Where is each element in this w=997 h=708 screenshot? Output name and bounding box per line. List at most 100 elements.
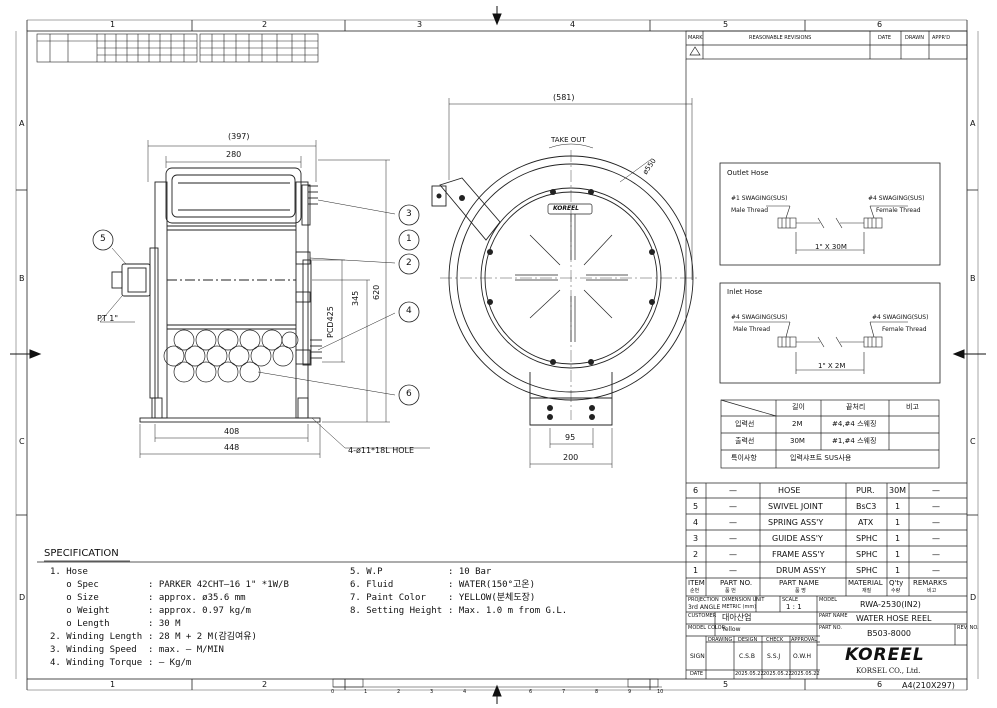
part-row-6-rmk: — [932,566,940,575]
part-row-4-item: 3 [693,534,699,543]
row-label-right-d: D [970,593,977,602]
scale-1: 1 [364,689,368,695]
scale-4: 4 [463,689,467,695]
part-row-2-no: — [729,502,737,511]
tb-part-no-value: B503-8000 [867,629,912,638]
dim-448: 448 [224,443,240,452]
part-row-1-rmk: — [932,486,940,495]
scale-8: 8 [595,689,599,695]
part-row-3-mat: ATX [858,518,874,527]
part-row-4-qty: 1 [895,534,901,543]
part-row-2-item: 5 [693,502,699,511]
front-logo-plate [547,203,593,215]
hose-table-grid [720,399,940,469]
front-view-bolts [436,189,655,420]
part-row-4-mat: SPHC [856,534,878,543]
spec-r3-val: : YELLOW(분체도장) [448,593,536,603]
part-row-1-item: 6 [693,486,699,495]
hose-table-header-note: 비고 [906,403,919,411]
center-mark-top-arrow [492,13,502,26]
part-row-3-qty: 1 [895,518,901,527]
part-row-1-mat: PUR. [856,486,875,495]
tb-model-color-value: Yellow [722,626,741,633]
parts-header-kr-mat: 재질 [862,588,872,594]
dim-408: 408 [224,427,240,436]
spec-r3-key: 7. Paint Color [350,593,426,603]
part-row-6-mat: SPHC [856,566,878,575]
outlet-left-thread: Male Thread [731,207,769,214]
balloon-3-text: 3 [406,209,412,219]
spec-r2-key: 6. Fluid [350,580,394,590]
dim-397: (397) [228,132,250,141]
hose-table-r1-c1: 입력선 [735,420,755,428]
scale-10: 10 [657,689,664,695]
parts-header-rmk: REMARKS [913,579,948,587]
rev-appd-label: APPR'D [932,35,951,41]
spec-l2-val: : PARKER 42CHT–16 1" *1W/B [148,580,289,590]
outlet-length: 1" X 30M [815,243,847,251]
tb-customer-label: CUSTOMER [688,613,717,619]
part-row-5-rmk: — [932,550,940,559]
parts-header-kr-qty: 수량 [891,588,901,594]
hose-detail-boxes [719,162,941,384]
spec-l3-key: o Size [50,593,99,603]
inlet-right-thread: Female Thread [882,326,927,333]
balloon-3 [398,204,420,226]
hose-table-r2-c2: 30M [790,437,805,445]
center-mark-left-arrow [29,349,42,359]
inlet-left-thread: Male Thread [733,326,771,333]
inlet-right-fitting: #4 SWAGING(SUS) [872,314,929,321]
spec-l6-val: : 28 M + 2 M(감김여유) [148,632,257,642]
balloon-5-text: 5 [100,234,106,244]
part-row-5-mat: SPHC [856,550,878,559]
tb-scale-value: 1 : 1 [786,603,802,611]
tb-projection-value: 3rd ANGLE [688,604,721,611]
scale-9: 9 [628,689,632,695]
spec-l8-key: 4. Winding Torque [50,658,143,668]
hose-table-r1-c3: #4,#4 스웨징 [832,420,877,428]
company-name: KORSEL CO., Ltd. [856,667,921,675]
col-label-top-6: 6 [877,20,883,29]
spec-l8-val: : — Kg/m [148,658,192,668]
inlet-left-fitting: #4 SWAGING(SUS) [731,314,788,321]
tb-date-check: 2025.05.22 [763,671,792,677]
spec-r4-val: : Max. 1.0 m from G.L. [448,606,568,616]
part-row-3-no: — [729,518,737,527]
part-row-3-item: 4 [693,518,699,527]
title-block-grid [686,596,967,679]
center-mark-right-arrow [952,349,965,359]
col-label-bottom-2: 2 [262,680,268,689]
inlet-label: PT 1" [97,314,119,323]
outlet-left-fitting: #1 SWAGING(SUS) [731,195,788,202]
tb-sign-approval: O.W.H [793,653,812,660]
tb-date-design: 2025.05.22 [735,671,764,677]
dim-345: 345 [351,290,360,306]
part-row-2-rmk: — [932,502,940,511]
scale-0: 0 [331,689,335,695]
balloon-6 [398,384,420,406]
spec-l5-key: o Length [50,619,110,629]
parts-header-kr-no: 품 번 [725,588,736,594]
tb-part-no-label: PART NO. [819,625,842,631]
spec-r2-val: : WATER(150°고온) [448,580,536,590]
dim-95: 95 [565,433,576,442]
take-out-label: TAKE OUT [551,136,586,144]
parts-header-kr-item: 순번 [690,588,700,594]
parts-header-mat: MATERIAL [848,579,883,587]
rev-date-label: DATE [878,35,892,41]
dim-620: 620 [372,284,381,300]
tb-unit-label: DIMENSION UNIT [722,597,765,603]
dim-280: 280 [226,150,242,159]
tb-design: DESIGN [738,637,758,643]
part-row-1-name: HOSE [778,486,801,495]
outlet-right-fitting: #4 SWAGING(SUS) [868,195,925,202]
tb-sign-check: S.S.J [767,653,781,660]
scale-bar [332,678,662,688]
row-label-right-a: A [970,119,976,128]
scale-7: 7 [562,689,566,695]
spec-r4-key: 8. Setting Height [350,606,443,616]
scale-2: 2 [397,689,401,695]
hose-table-r2-c1: 출력선 [735,437,755,445]
part-row-5-name: FRAME ASS'Y [772,550,825,559]
spec-l4-val: : approx. 0.97 kg/m [148,606,251,616]
